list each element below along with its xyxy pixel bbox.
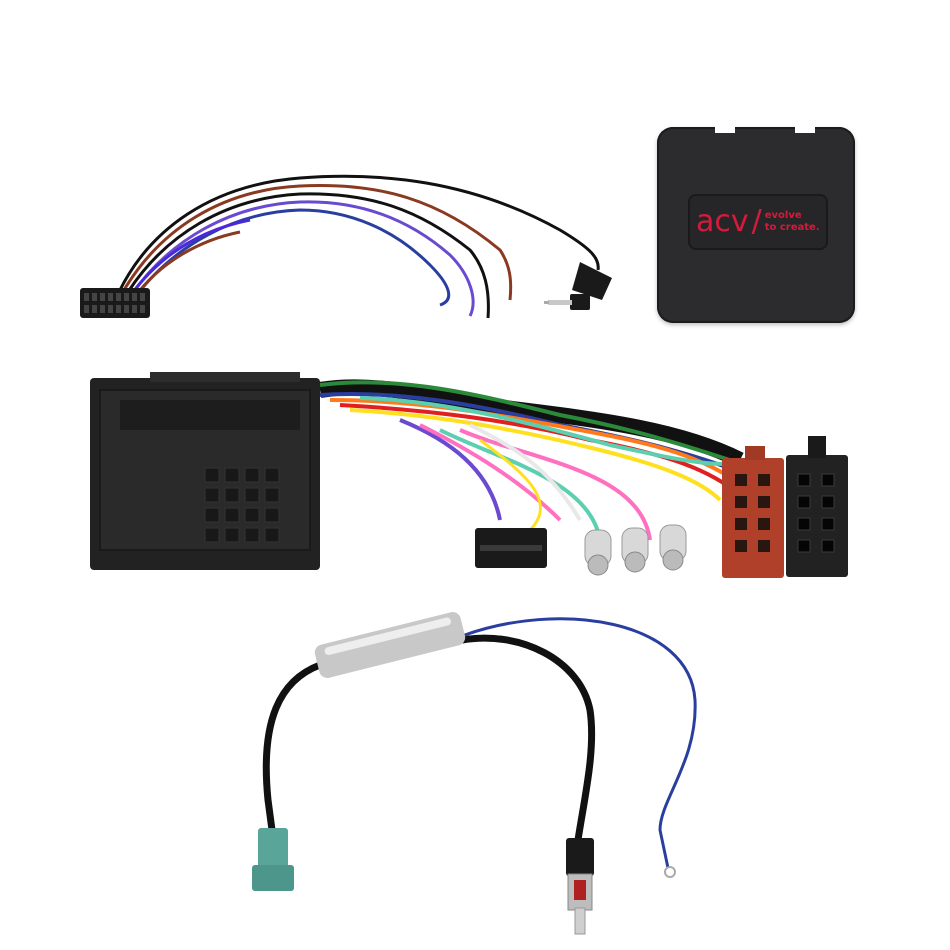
logo-brand: acv <box>696 204 749 239</box>
antenna-adapter <box>252 612 697 935</box>
module-notch <box>715 125 735 133</box>
logo-tagline-line2: to create. <box>764 222 820 233</box>
logo-plate: acv / evolve to create. <box>690 196 826 248</box>
logo-slash: / <box>751 204 762 239</box>
logo-tagline-line1: evolve <box>764 210 802 221</box>
interface-module: acv / evolve to create. <box>657 125 855 323</box>
quadlock-harness <box>90 372 848 578</box>
logo-tagline: evolve to create. <box>765 210 820 234</box>
patch-lead <box>80 174 612 319</box>
module-notch <box>795 125 815 133</box>
